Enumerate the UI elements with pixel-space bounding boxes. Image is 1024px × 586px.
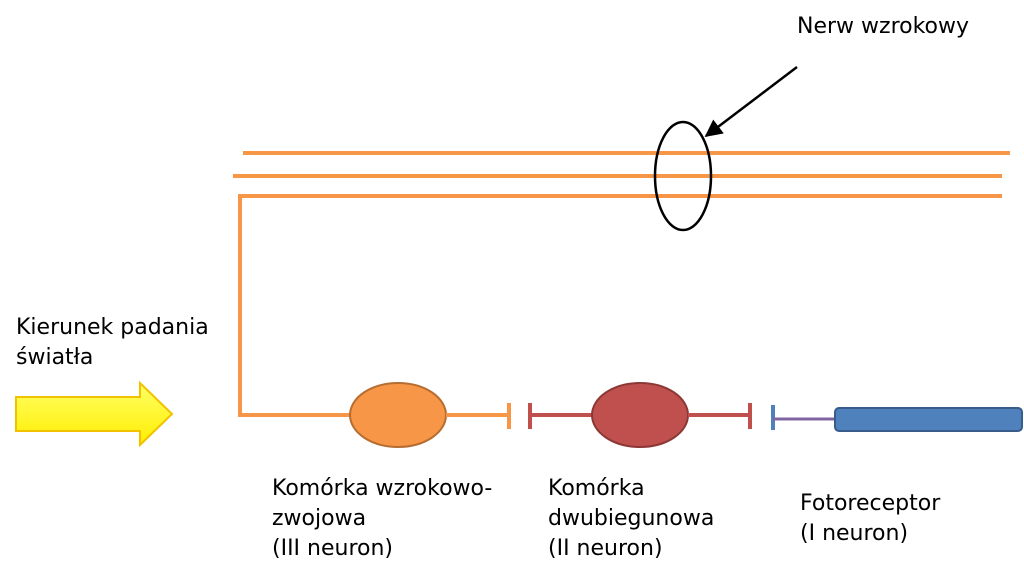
photoreceptor-label-line2: (I neuron): [800, 521, 909, 546]
bipolar-cell-body: [591, 382, 689, 448]
photoreceptor-body: [834, 407, 1023, 432]
bipolar-cell-label-line1: Komórka: [548, 476, 645, 501]
ganglion-cell-label-line1: Komórka wzrokowo-: [272, 476, 493, 501]
bipolar-cell-label-line2: dwubiegunowa: [548, 506, 715, 531]
ganglion-cell-label-line2: zwojowa: [272, 506, 367, 531]
bipolar-cell-label: Komórka dwubiegunowa (II neuron): [548, 474, 714, 564]
photoreceptor-label: Fotoreceptor (I neuron): [800, 489, 940, 549]
light-direction-arrow: [15, 380, 174, 448]
optic-nerve-pointer-arrow: [704, 66, 798, 138]
light-direction-label: Kierunek padania światła: [16, 313, 209, 373]
light-direction-label-line1: Kierunek padania: [16, 315, 209, 340]
ganglion-cell-body: [349, 382, 447, 448]
optic-nerve-label: Nerw wzrokowy: [797, 14, 970, 39]
ganglion-cell-label-line3: (III neuron): [272, 536, 394, 561]
ganglion-axon: [238, 194, 1002, 417]
bipolar-cell-label-line3: (II neuron): [548, 536, 663, 561]
ganglion-cell-label: Komórka wzrokowo- zwojowa (III neuron): [272, 474, 492, 564]
light-direction-label-line2: światła: [16, 345, 94, 370]
optic-nerve-outline: [653, 120, 713, 232]
photoreceptor-label-line1: Fotoreceptor: [800, 491, 941, 516]
